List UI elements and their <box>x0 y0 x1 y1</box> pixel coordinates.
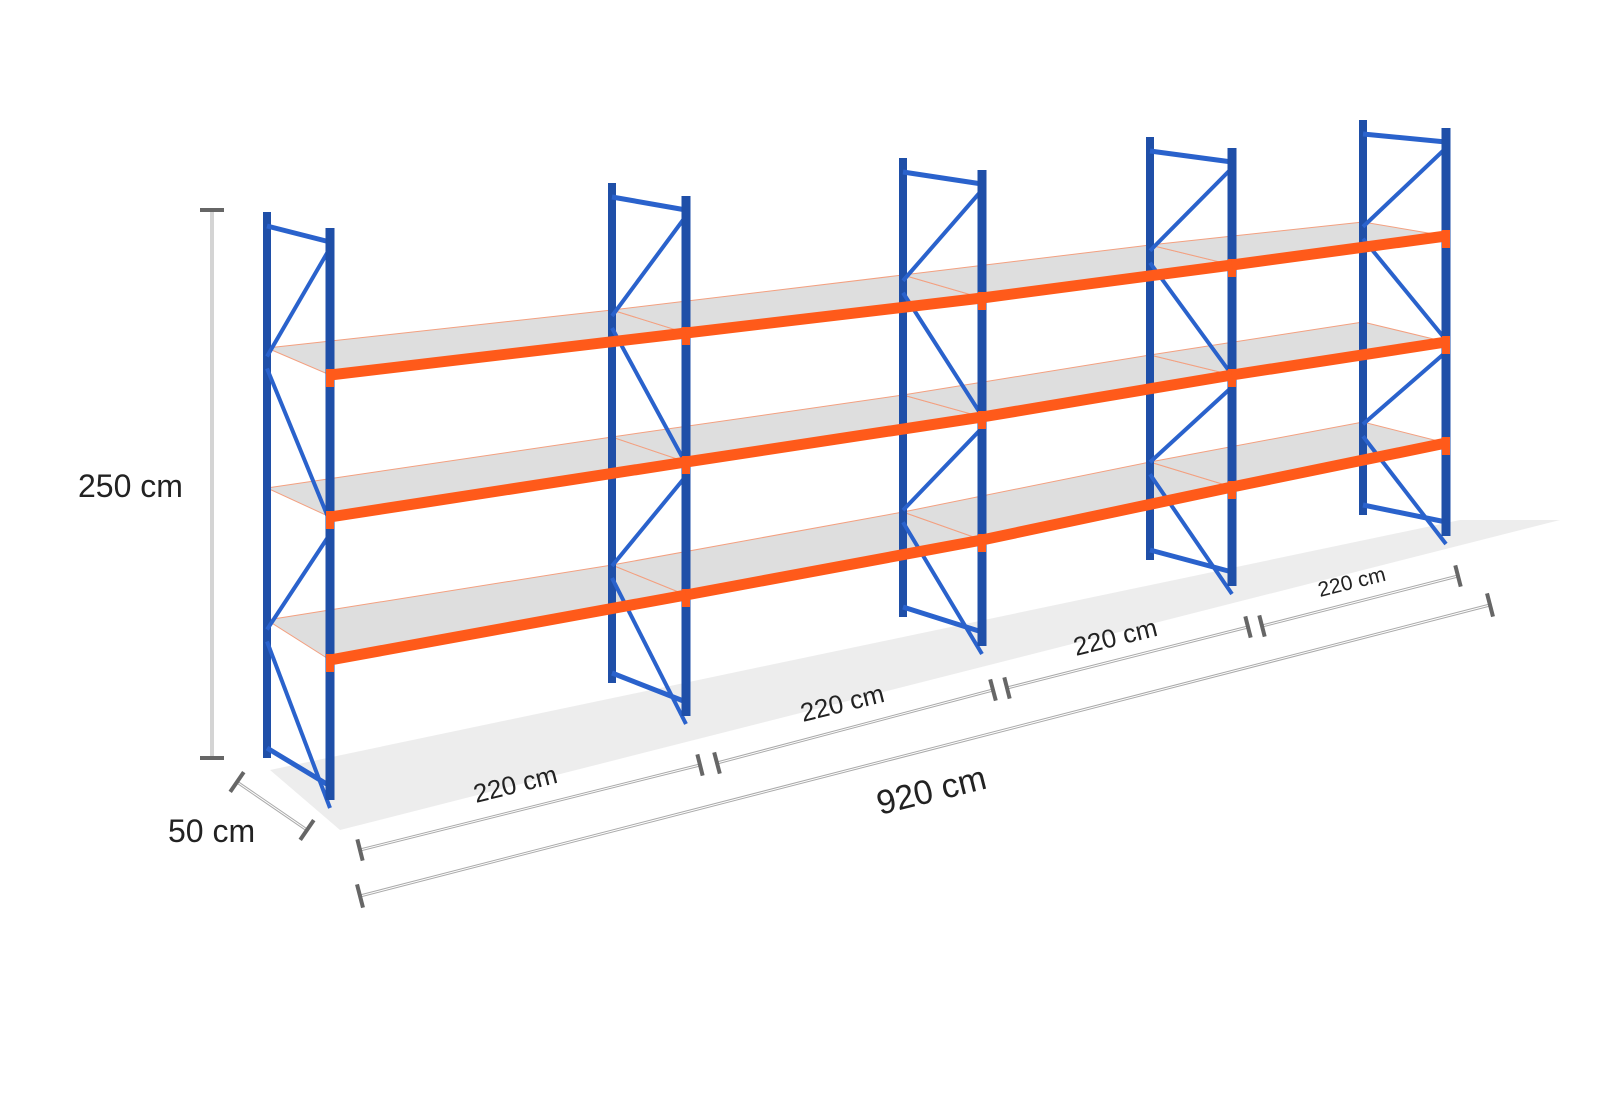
frame-diagonal-brace <box>901 426 984 512</box>
frame-top-brace <box>902 169 983 187</box>
front-beam <box>1231 230 1447 271</box>
bay-1-dimension-inner <box>359 764 701 851</box>
frame-diagonal-brace <box>1148 166 1234 253</box>
frame-bottom-brace <box>1149 547 1233 575</box>
frame-diagonal-brace <box>901 521 984 656</box>
beam-connector <box>326 654 334 672</box>
height-label: 250 cm <box>78 468 183 504</box>
frame-diagonal-brace <box>901 291 984 418</box>
bay-2-dimension-cap <box>712 751 722 775</box>
front-beam <box>329 327 687 381</box>
floor-shadow <box>270 520 1560 830</box>
frame-diagonal-brace <box>1148 385 1234 464</box>
frame-diagonal-brace <box>1361 350 1448 426</box>
frame-diagonal-brace <box>1361 146 1448 229</box>
bay-1-dimension-cap <box>695 753 705 777</box>
frame-bottom-brace <box>902 604 983 635</box>
front-beam <box>684 534 984 601</box>
total-length-dimension-inner <box>359 604 1491 897</box>
front-beam <box>329 456 687 523</box>
bay-4-dimension-cap <box>1453 564 1463 588</box>
front-beam <box>981 369 1233 423</box>
beams <box>329 230 1448 666</box>
frame-top-brace <box>1362 131 1447 145</box>
front-beam <box>1230 437 1448 493</box>
front-beam <box>685 411 983 468</box>
bay-1-dimension-cap <box>355 838 365 862</box>
bay-3-dimension-cap <box>1243 615 1253 639</box>
upright-frame <box>899 158 987 656</box>
bay-4-dimension-inner <box>1261 575 1459 627</box>
frame-diagonal-brace <box>265 246 332 358</box>
front-beam <box>329 589 687 666</box>
frame-diagonal-brace <box>610 327 688 465</box>
depth-dimension-cap <box>298 818 316 842</box>
frame-diagonal-brace <box>1148 473 1234 596</box>
frame-diagonal-brace <box>265 532 332 631</box>
frame-diagonal-brace <box>265 640 332 809</box>
bay-4-dimension-cap <box>1257 614 1267 638</box>
frame-top-brace <box>1149 148 1233 165</box>
bay-2-dimension-cap <box>988 678 998 702</box>
total-length-dimension-cap <box>1485 592 1495 618</box>
frame-diagonal-brace <box>610 474 688 568</box>
front-beam <box>980 481 1234 546</box>
front-beam <box>1231 336 1447 381</box>
frame-diagonal-brace <box>610 214 688 318</box>
depth-dimension-cap <box>228 770 246 794</box>
frame-bottom-brace <box>1362 502 1447 525</box>
front-beam <box>685 292 983 339</box>
upright-frame <box>263 212 335 809</box>
depth-label: 50 cm <box>168 813 255 849</box>
beam-connector <box>326 511 334 529</box>
front-beam <box>981 259 1233 304</box>
total-length-dimension-cap <box>355 883 365 909</box>
bay-3-dimension-cap <box>1002 676 1012 700</box>
bay-2-dimension-inner <box>716 689 994 764</box>
frame-diagonal-brace <box>265 367 332 523</box>
frame-diagonal-brace <box>901 188 984 283</box>
beam-connector <box>326 369 334 387</box>
bay-3-dimension-inner <box>1006 626 1249 689</box>
frame-top-brace <box>266 223 331 245</box>
upright-frame <box>608 183 691 725</box>
frame-diagonal-brace <box>1148 261 1234 377</box>
total-length-label: 920 cm <box>873 759 990 823</box>
frame-diagonal-brace <box>1361 237 1448 342</box>
depth-dimension-inner <box>236 781 308 831</box>
frame-top-brace <box>611 194 687 213</box>
upright-frame <box>1359 120 1451 546</box>
